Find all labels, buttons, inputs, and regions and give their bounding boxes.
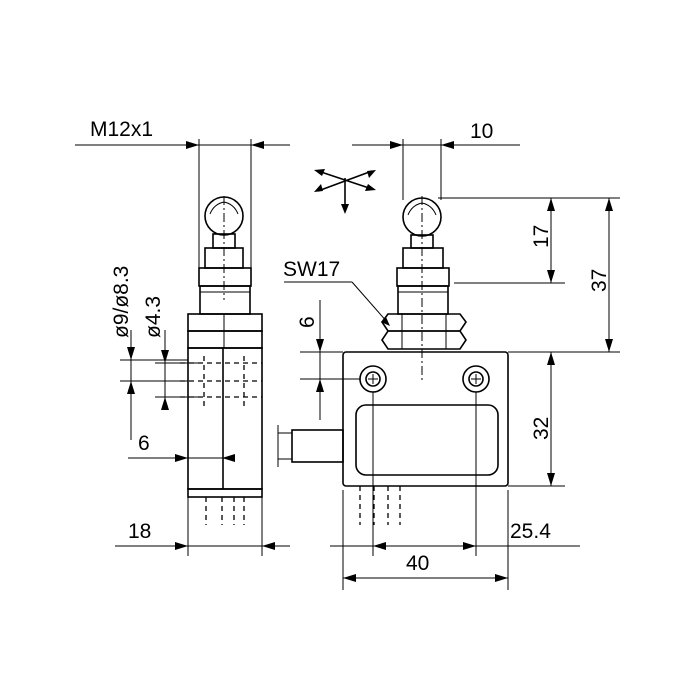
label-25-4: 25.4 bbox=[510, 520, 551, 543]
label-diameter-outer: ø9/ø8.3 bbox=[110, 266, 133, 338]
front-nut-lower bbox=[381, 330, 467, 350]
label-40: 40 bbox=[406, 552, 429, 575]
side-thread bbox=[199, 285, 251, 315]
side-hidden-holes bbox=[180, 362, 262, 398]
motion-arrows-icon bbox=[314, 169, 376, 214]
front-nut-upper bbox=[381, 313, 467, 332]
cable-gland bbox=[291, 429, 344, 463]
front-thread bbox=[397, 285, 449, 315]
dim-6-left: 6 bbox=[128, 432, 235, 468]
dim-diameters: ø9/ø8.3 ø4.3 bbox=[110, 266, 200, 440]
screw-right-inner bbox=[468, 371, 484, 387]
front-housing bbox=[342, 351, 509, 487]
label-10: 10 bbox=[470, 120, 493, 143]
front-collar bbox=[396, 267, 450, 287]
dim-17-37: 17 37 bbox=[438, 197, 620, 353]
side-nut-upper bbox=[187, 313, 263, 332]
dim-40: 40 bbox=[342, 490, 509, 590]
label-17: 17 bbox=[530, 225, 553, 248]
label-6-top: 6 bbox=[296, 316, 319, 328]
dim-18: 18 bbox=[115, 497, 290, 556]
label-6-left: 6 bbox=[138, 432, 150, 455]
dim-6-top: 6 bbox=[296, 300, 360, 420]
side-collar bbox=[198, 267, 252, 287]
side-view bbox=[180, 196, 263, 525]
label-sw17: SW17 bbox=[283, 258, 340, 281]
dim-10: 10 bbox=[352, 120, 520, 200]
side-nut-lower bbox=[187, 330, 263, 349]
label-32: 32 bbox=[530, 417, 553, 440]
front-stem bbox=[402, 247, 444, 269]
side-bottom-plate bbox=[187, 488, 263, 498]
dim-32: 32 bbox=[508, 352, 565, 487]
label-m12x1: M12x1 bbox=[90, 118, 153, 141]
screw-left-inner bbox=[365, 371, 381, 387]
front-view bbox=[277, 196, 509, 525]
side-cable-hidden bbox=[205, 497, 245, 525]
dim-m12x1: M12x1 bbox=[75, 118, 290, 268]
label-18: 18 bbox=[128, 520, 151, 543]
label-diameter-inner: ø4.3 bbox=[142, 296, 165, 338]
side-hidden-verticals bbox=[203, 356, 245, 408]
side-body bbox=[187, 347, 263, 490]
front-cover-plate bbox=[355, 404, 499, 476]
dim-25-4: 25.4 bbox=[330, 392, 580, 556]
front-cable-hidden bbox=[359, 486, 401, 525]
dim-sw17: SW17 bbox=[283, 258, 390, 326]
label-37: 37 bbox=[588, 269, 611, 292]
